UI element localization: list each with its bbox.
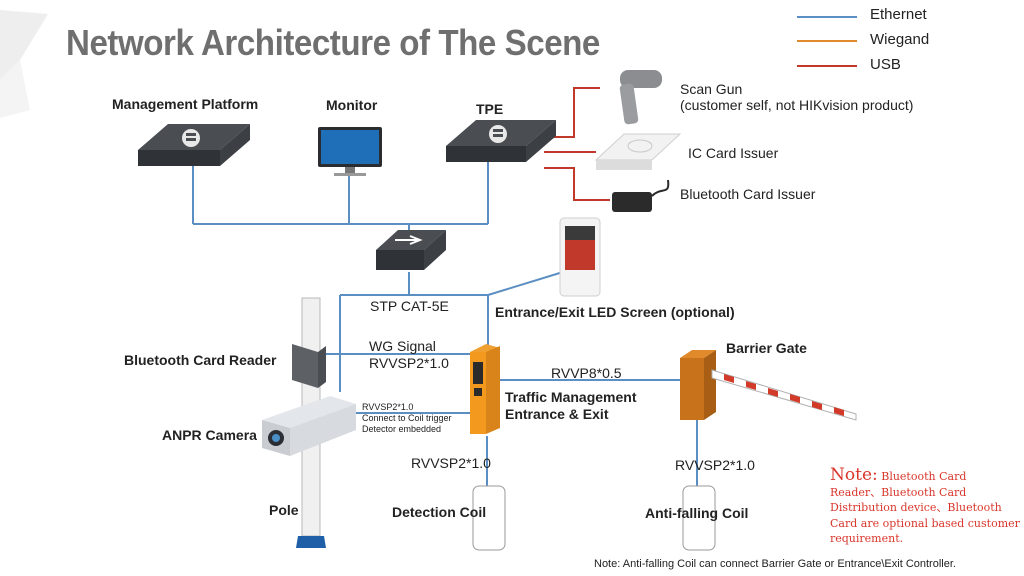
legend-usb-label: USB	[870, 56, 901, 73]
label-monitor: Monitor	[326, 97, 378, 113]
legend-ethernet-label: Ethernet	[870, 6, 927, 23]
label-anpr-camera: ANPR Camera	[162, 427, 257, 443]
label-rvvp8-cable: RVVP8*0.5	[551, 365, 622, 381]
bluetooth-card-reader-device	[292, 344, 326, 388]
label-traffic-mgmt-line1: Traffic Management	[505, 389, 637, 405]
detection-coil-shape	[472, 485, 506, 551]
footnote: Note: Anti-falling Coil can connect Barr…	[594, 558, 956, 570]
label-anti-falling-coil: Anti-falling Coil	[645, 505, 749, 521]
corner-decoration	[0, 10, 48, 118]
traffic-controller-device	[470, 344, 500, 434]
label-bluetooth-card-reader: Bluetooth Card Reader	[124, 352, 277, 368]
usb-lines	[544, 87, 610, 201]
label-tpe: TPE	[476, 101, 504, 117]
barrier-gate-device	[680, 350, 857, 421]
label-led-screen: Entrance/Exit LED Screen (optional)	[495, 304, 735, 320]
label-scan-gun-note: (customer self, not HIKvision product)	[680, 97, 914, 113]
monitor-device	[318, 127, 382, 176]
label-stp-cable: STP CAT-5E	[370, 298, 449, 314]
label-small-cable-1: RVVSP2*1.0	[362, 402, 414, 412]
label-ic-card-issuer: IC Card Issuer	[688, 145, 779, 161]
bluetooth-card-issuer-device	[612, 179, 670, 212]
page-title: Network Architecture of The Scene	[66, 22, 600, 63]
ic-card-issuer-device	[594, 133, 682, 170]
network-switch	[376, 230, 446, 270]
label-small-cable-3: Detector embedded	[362, 424, 442, 434]
note-body: Bluetooth Card Reader、Bluetooth Card Dis…	[830, 470, 1020, 545]
label-barrier-gate: Barrier Gate	[726, 340, 807, 356]
anpr-camera-device	[262, 396, 356, 456]
label-detection-coil: Detection Coil	[392, 504, 487, 520]
tpe-server	[446, 120, 556, 162]
label-scan-gun: Scan Gun	[680, 81, 743, 97]
label-wg-signal: WG Signal	[369, 338, 436, 354]
led-screen-device	[559, 217, 601, 297]
ethernet-lines	[192, 160, 698, 488]
label-small-cable-2: Connect to Coil trigger	[362, 413, 452, 423]
label-coil-cable-1: RVVSP2*1.0	[411, 455, 491, 471]
label-coil-cable-2: RVVSP2*1.0	[675, 457, 755, 473]
label-bluetooth-card-issuer: Bluetooth Card Issuer	[680, 186, 816, 202]
label-pole: Pole	[269, 502, 299, 518]
label-wg-cable: RVVSP2*1.0	[369, 355, 449, 371]
scan-gun-device	[619, 70, 662, 125]
legend-wiegand-label: Wiegand	[870, 31, 930, 48]
label-traffic-mgmt-line2: Entrance & Exit	[505, 406, 609, 422]
note-heading: Note:	[830, 465, 878, 485]
anti-falling-coil-shape	[682, 485, 716, 551]
management-platform-server	[138, 124, 250, 166]
label-management-platform: Management Platform	[112, 96, 259, 112]
optional-devices-note: Note: Bluetooth Card Reader、Bluetooth Ca…	[830, 465, 1020, 547]
